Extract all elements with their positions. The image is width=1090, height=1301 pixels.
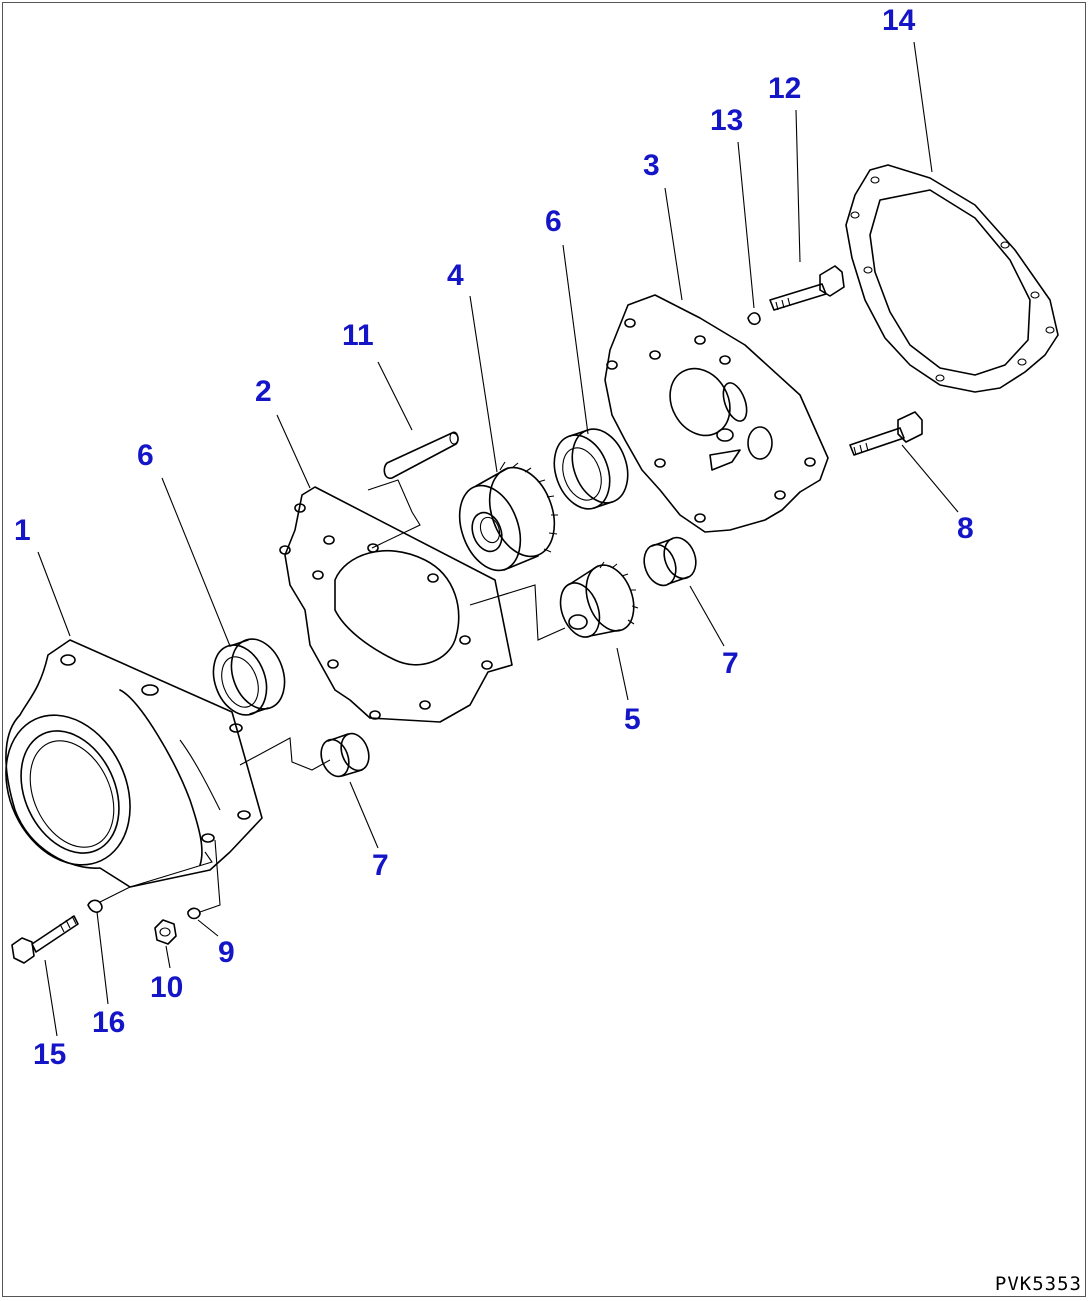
part-7-bushing-upper (643, 536, 697, 587)
callout-6-left: 6 (137, 439, 154, 472)
callout-3: 3 (643, 149, 660, 182)
part-8-bolt (849, 411, 923, 456)
callout-11: 11 (342, 319, 374, 352)
part-6-bearing-left (212, 638, 286, 716)
part-6-bearing-right (553, 428, 629, 510)
callout-2: 2 (255, 375, 272, 408)
callout-16: 16 (92, 1006, 125, 1039)
part-13-washer (747, 312, 761, 326)
part-9-washer (187, 907, 201, 920)
callout-4: 4 (447, 259, 464, 292)
part-2-plate (279, 486, 513, 723)
callout-13: 13 (710, 104, 743, 137)
part-1-housing (5, 639, 263, 888)
callout-5: 5 (624, 703, 641, 736)
part-15-bolt (11, 915, 79, 964)
part-16-washer (87, 899, 103, 913)
callout-6-right: 6 (545, 205, 562, 238)
callout-14: 14 (882, 4, 916, 37)
part-5-driven-gear (559, 561, 639, 638)
callout-7-lower: 7 (372, 849, 389, 882)
part-12-bolt (769, 265, 845, 311)
part-14-gasket (845, 164, 1059, 393)
callout-9: 9 (218, 936, 235, 969)
part-4-drive-gear (458, 461, 558, 572)
callout-12: 12 (768, 72, 801, 105)
assembly-lines (99, 479, 566, 913)
callout-10: 10 (150, 971, 183, 1004)
callout-1: 1 (14, 514, 31, 547)
callout-8: 8 (957, 512, 974, 545)
part-11-dowel-pin (383, 431, 459, 479)
part-3-side-plate (604, 294, 829, 533)
leader-lines (37, 41, 959, 1037)
callout-7-upper: 7 (722, 647, 739, 680)
callout-15: 15 (33, 1038, 66, 1071)
callout-labels: 1 2 3 4 5 6 6 7 7 8 9 10 11 12 13 14 15 … (14, 4, 974, 1071)
part-10-nut (154, 919, 177, 945)
part-7-bushing-lower (320, 732, 370, 778)
drawing-code: PVK5353 (995, 1273, 1082, 1295)
